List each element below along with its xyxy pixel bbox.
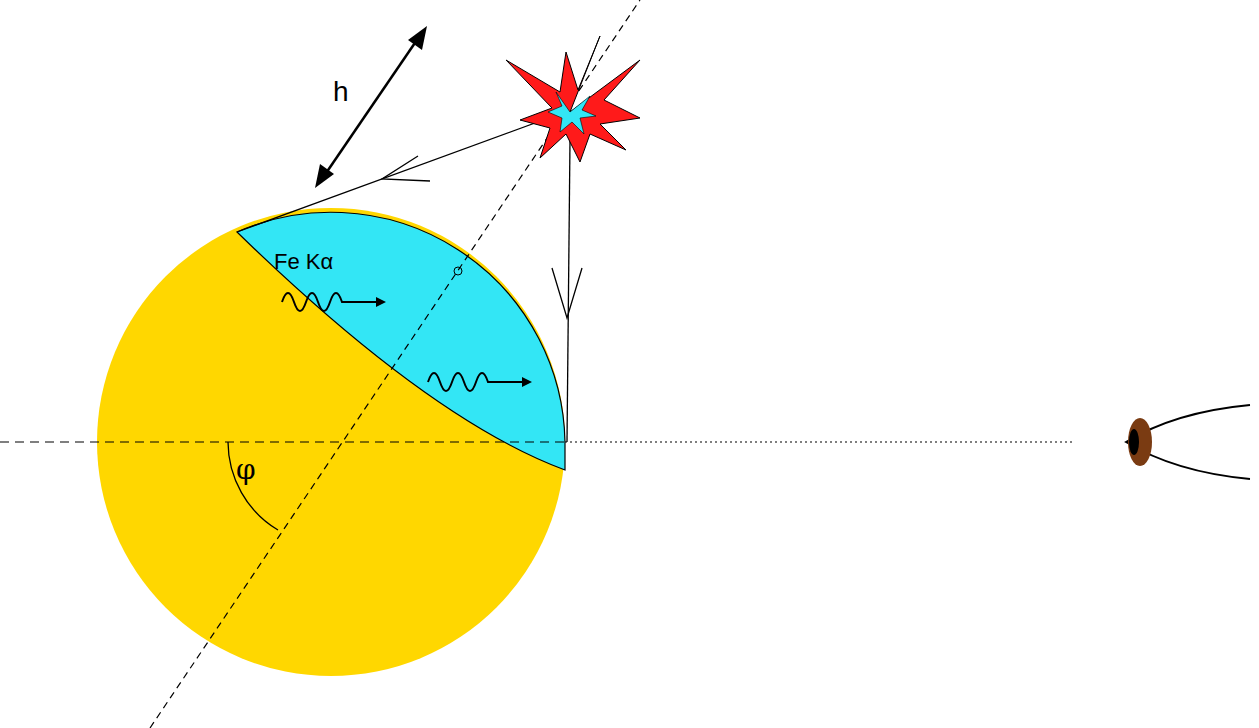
fluorescing-cap bbox=[237, 212, 565, 470]
angle-arc bbox=[228, 442, 278, 530]
flare-core bbox=[548, 92, 596, 134]
height-arrowhead bbox=[408, 26, 427, 50]
axis-line bbox=[150, 0, 640, 728]
eye bbox=[1126, 405, 1250, 479]
height-label: h bbox=[333, 78, 349, 106]
angle-label: φ bbox=[236, 456, 256, 484]
photon bbox=[428, 373, 530, 391]
ray-arrowhead bbox=[552, 268, 582, 318]
line-label: Fe Kα bbox=[274, 251, 333, 273]
ray bbox=[237, 112, 565, 232]
ray bbox=[567, 140, 570, 442]
height-arrow bbox=[322, 34, 421, 179]
sight-line-dotted bbox=[565, 441, 1075, 442]
ray-arrowhead bbox=[382, 156, 430, 181]
flare bbox=[506, 36, 640, 162]
axis-point bbox=[454, 267, 462, 275]
height-arrowhead bbox=[315, 164, 334, 188]
photon bbox=[282, 293, 384, 311]
eye-iris bbox=[1128, 418, 1152, 466]
sight-line bbox=[0, 441, 565, 442]
eye-pupil bbox=[1129, 429, 1139, 455]
